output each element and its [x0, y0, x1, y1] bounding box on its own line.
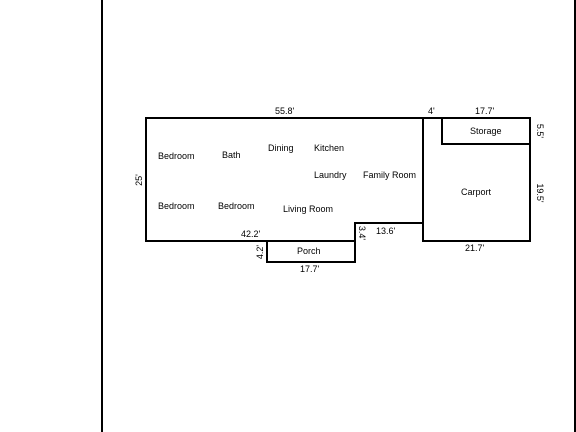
dimension-storage-right: 5.5'	[535, 124, 545, 139]
dimension-step-bottom: 13.6'	[376, 226, 396, 236]
room-label-living-room: Living Room	[283, 204, 333, 214]
dimension-step-vertical: 3.4'	[357, 226, 367, 241]
dimension-storage-top: 17.7'	[475, 106, 495, 116]
dimension-carport-bottom: 21.7'	[465, 243, 485, 253]
room-label-dining: Dining	[268, 143, 294, 153]
room-label-kitchen: Kitchen	[314, 143, 344, 153]
dimension-house-left: 25'	[134, 174, 144, 186]
room-label-bedroom-1: Bedroom	[158, 151, 195, 161]
carport-outline	[422, 117, 531, 242]
room-label-family-room: Family Room	[363, 170, 416, 180]
dimension-house-top: 55.8'	[275, 106, 295, 116]
room-label-carport: Carport	[461, 187, 492, 197]
room-label-bath: Bath	[222, 150, 241, 160]
dimension-house-bottom-left: 42.2'	[241, 229, 261, 239]
dimension-porch-bottom: 17.7'	[300, 264, 320, 274]
room-label-porch: Porch	[297, 246, 321, 256]
room-label-storage: Storage	[470, 126, 502, 136]
dimension-carport-right: 19.5'	[535, 183, 545, 203]
dimension-gap-top: 4'	[428, 106, 435, 116]
room-label-bedroom-3: Bedroom	[218, 201, 255, 211]
room-label-bedroom-2: Bedroom	[158, 201, 195, 211]
porch-outline	[266, 240, 356, 263]
room-label-laundry: Laundry	[314, 170, 347, 180]
dimension-porch-left: 4.2'	[255, 245, 265, 260]
storage-outline	[441, 117, 531, 145]
